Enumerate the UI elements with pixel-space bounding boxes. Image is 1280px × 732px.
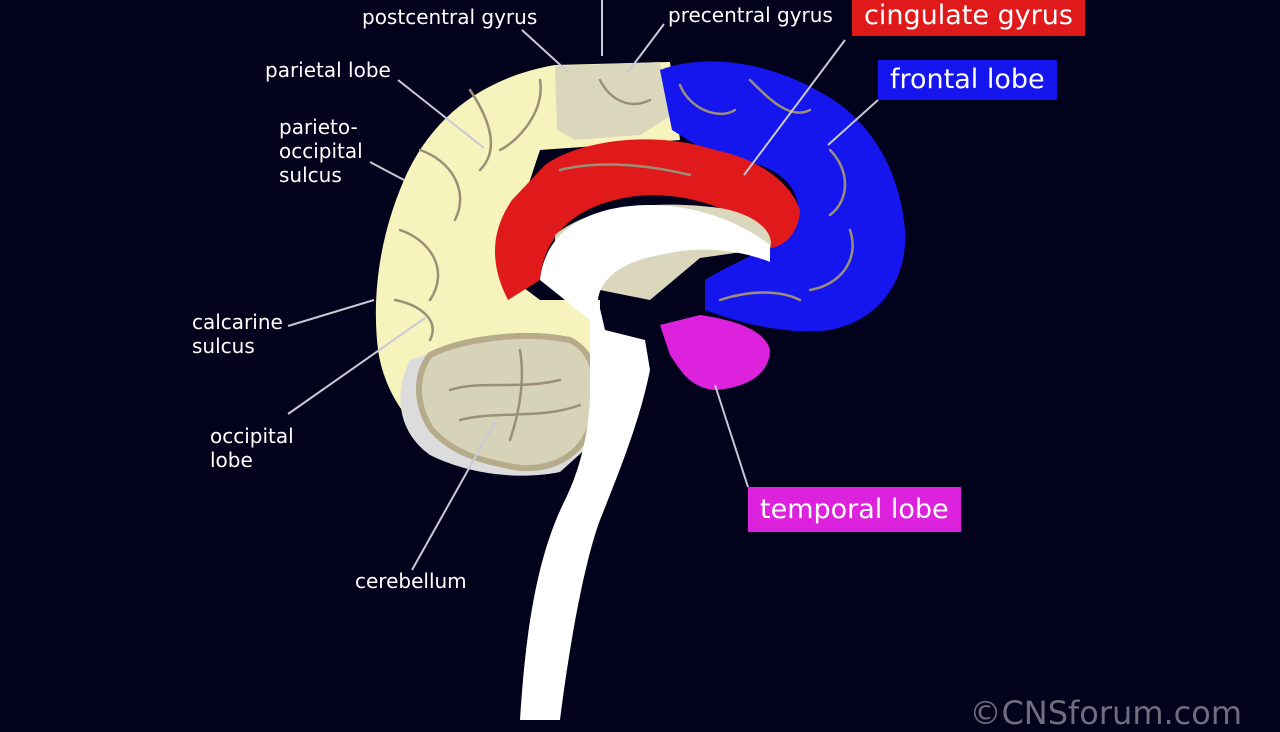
occipital-lobe-label: occipital lobe [210, 424, 294, 472]
brainstem [520, 205, 770, 720]
frontal-lobe-box: frontal lobe [878, 60, 1057, 100]
parieto-occipital-sulcus-label: parieto- occipital sulcus [279, 115, 363, 187]
postcentral-gyrus-region [555, 62, 672, 140]
leader-lines [287, 0, 879, 571]
precentral-gyrus-label: precentral gyrus [668, 3, 833, 27]
cerebellum-region [416, 333, 599, 472]
cingulate-gyrus-box: cingulate gyrus [852, 0, 1085, 36]
calcarine-sulcus-label: calcarine sulcus [192, 310, 283, 358]
cingulate-gyrus-region [494, 139, 800, 300]
sulci-lines [393, 78, 854, 442]
temporal-lobe-box: temporal lobe [748, 487, 961, 532]
copyright-watermark: ©CNSforum.com [969, 694, 1242, 732]
parietal-lobe-label: parietal lobe [265, 58, 391, 82]
temporal-lobe-region [660, 315, 770, 390]
frontal-lobe-region [660, 61, 906, 332]
postcentral-gyrus-label: postcentral gyrus [362, 5, 538, 29]
cerebellum-label: cerebellum [355, 569, 467, 593]
